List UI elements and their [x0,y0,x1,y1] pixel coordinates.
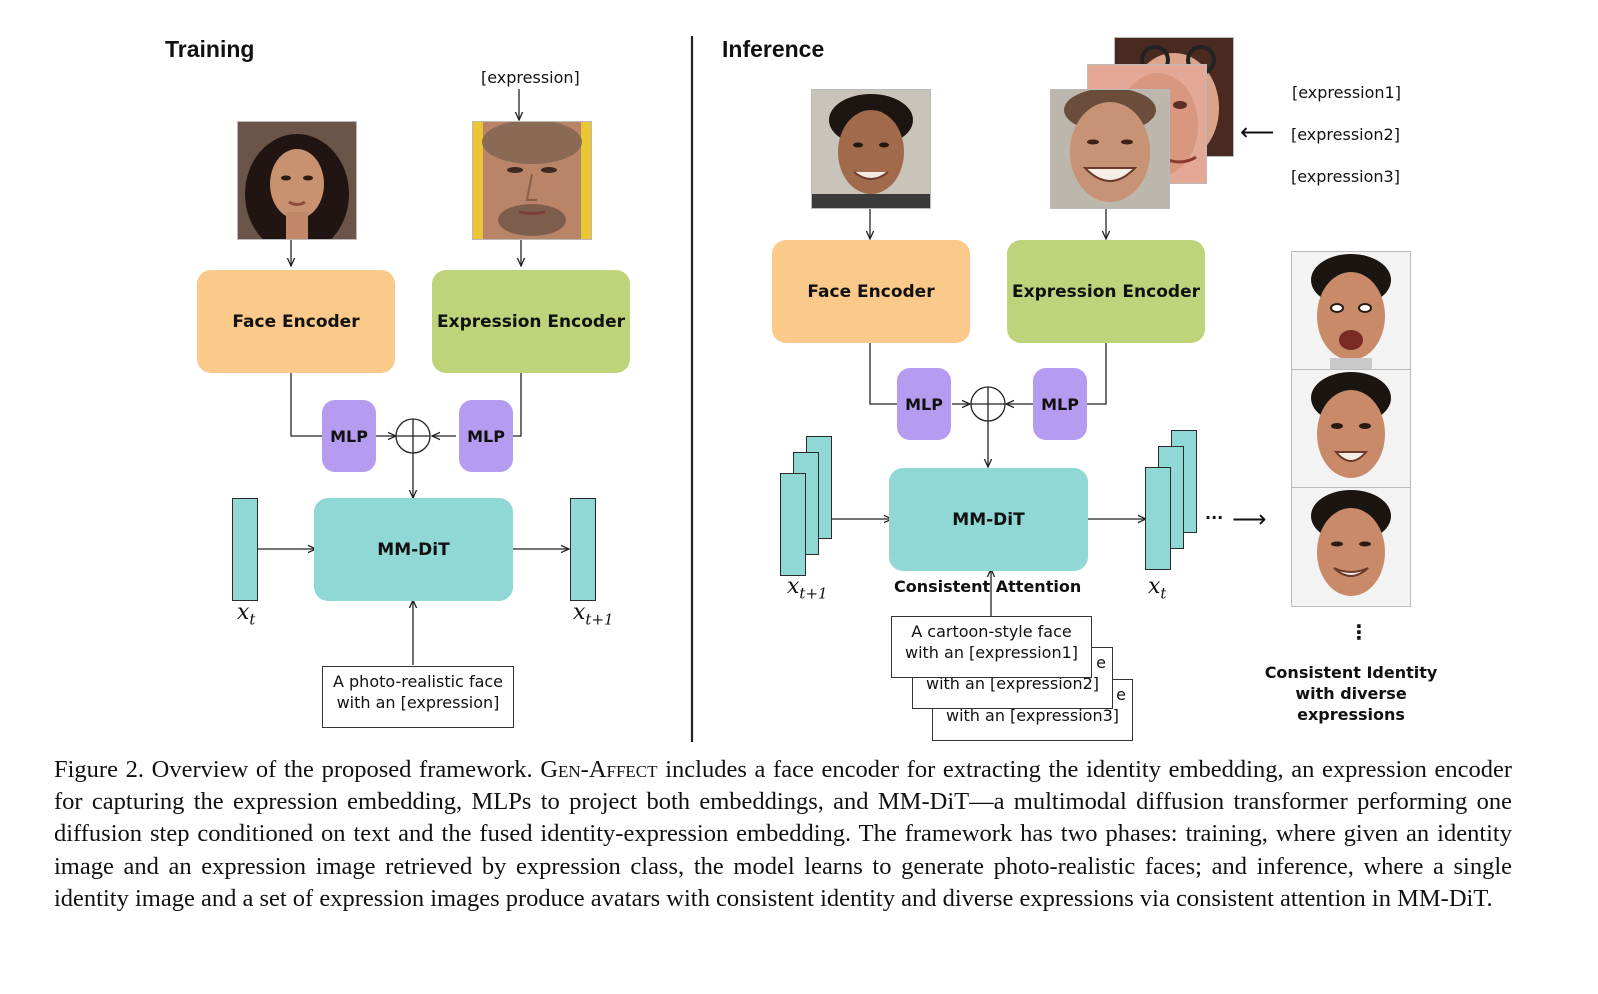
result-face-1 [1291,251,1411,371]
training-expression-encoder: Expression Encoder [432,270,630,373]
continuation-dots: ··· [1205,508,1224,527]
inference-mlp-right: MLP [1033,368,1087,440]
inference-expression-tag-2: [expression2] [1291,125,1400,144]
figure-caption: Figure 2. Overview of the proposed frame… [54,756,1513,912]
training-fusion-add-icon [396,419,430,453]
training-latent-out-label: xt+1 [573,600,614,629]
inference-expression-photo-1 [1050,89,1170,209]
inference-latent-out-layer-1 [1145,467,1171,570]
training-latent-in [232,498,258,601]
consistent-attention-label: Consistent Attention [894,577,1082,596]
inference-fusion-add-icon [971,387,1005,421]
expression-face-photo [472,121,592,240]
inference-mm-dit: MM-DiT [889,468,1088,571]
result-face-2 [1291,369,1411,489]
method-name: Gen-Affect [540,756,658,783]
training-latent-out [570,498,596,601]
training-mlp-right: MLP [459,400,513,472]
training-text-prompt: A photo-realistic face with an [expressi… [322,666,514,728]
training-heading: Training [165,36,255,62]
inference-expression-encoder: Expression Encoder [1007,240,1205,343]
inference-mlp-left: MLP [897,368,951,440]
training-mm-dit: MM-DiT [314,498,513,601]
inference-face-encoder: Face Encoder [772,240,970,343]
result-arrow: ⟶ [1232,505,1267,533]
inference-latent-out-label: xt [1148,574,1167,603]
inference-expression-tag-1: [expression1] [1292,83,1401,102]
training-face-encoder: Face Encoder [197,270,395,373]
inference-heading: Inference [722,36,825,62]
training-latent-in-label: xt [237,600,256,629]
inference-latent-in-layer-1 [780,473,806,576]
training-mlp-left: MLP [322,400,376,472]
result-face-3 [1291,487,1411,607]
identity-face-photo [237,121,357,240]
inference-text-prompt-1: A cartoon-style face with an [expression… [891,616,1092,678]
inference-latent-in-label: xt+1 [787,574,828,603]
result-vertical-dots: ⋮ [1349,620,1369,644]
result-caption: Consistent Identity with diverse express… [1264,663,1438,724]
inference-expression-tag-3: [expression3] [1291,167,1400,186]
inference-identity-photo [811,89,931,209]
expression-tag: [expression] [481,68,580,87]
expression-tags-arrow: ⟵ [1240,118,1275,146]
